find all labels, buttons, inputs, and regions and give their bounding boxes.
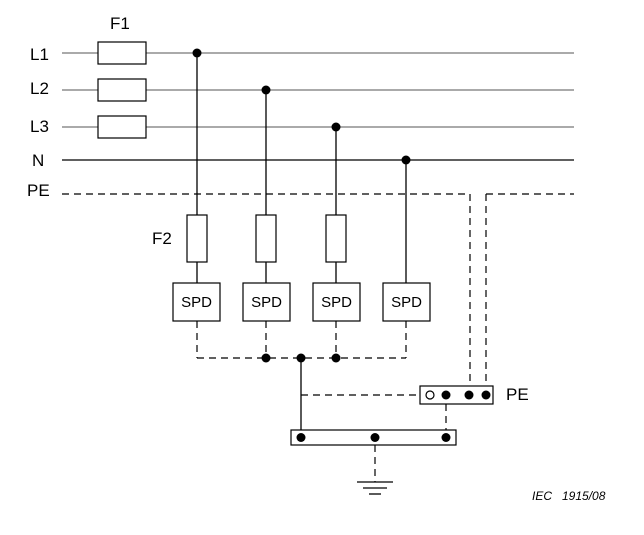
spd-label-2: SPD bbox=[251, 294, 282, 311]
label-n: N bbox=[32, 151, 44, 170]
pe-terminal-point-2 bbox=[464, 390, 474, 400]
label-pe: PE bbox=[27, 181, 50, 200]
figure-reference: IEC 1915/08 bbox=[532, 489, 606, 503]
fuse-f1-l1 bbox=[97, 41, 147, 65]
fuse-f1-l3 bbox=[97, 115, 147, 139]
earthbar-point-3 bbox=[441, 433, 451, 442]
fuse-f2-l1 bbox=[186, 214, 208, 263]
label-pe-terminal: PE bbox=[506, 385, 529, 404]
label-fuse-f1: F1 bbox=[110, 14, 130, 33]
earthbar-point-2 bbox=[370, 433, 380, 442]
label-l3: L3 bbox=[30, 117, 49, 136]
earthbar-point-1 bbox=[296, 433, 306, 442]
label-l2: L2 bbox=[30, 79, 49, 98]
pe-terminal-point-1 bbox=[441, 390, 451, 400]
pe-terminal-open bbox=[425, 390, 435, 400]
spd-label-4: SPD bbox=[391, 294, 422, 311]
bus-junction-1 bbox=[261, 353, 271, 363]
fuse-f2-l2 bbox=[255, 214, 277, 263]
fuse-f2-l3 bbox=[325, 214, 347, 263]
pe-terminal-point-3 bbox=[481, 390, 491, 400]
pe-terminal-block bbox=[419, 385, 494, 405]
spd-label-1: SPD bbox=[181, 294, 212, 311]
spd-box-3 bbox=[312, 282, 361, 322]
label-l1: L1 bbox=[30, 45, 49, 64]
spd-box-4 bbox=[382, 282, 431, 322]
label-fuse-f2: F2 bbox=[152, 229, 172, 248]
spd-label-3: SPD bbox=[321, 294, 352, 311]
junction-l3 bbox=[331, 122, 341, 132]
junction-l2 bbox=[261, 85, 271, 95]
fuse-f1-l2 bbox=[97, 78, 147, 102]
junction-n bbox=[401, 155, 411, 165]
bus-junction-3 bbox=[331, 353, 341, 363]
spd-box-2 bbox=[242, 282, 291, 322]
junction-l1 bbox=[192, 48, 202, 58]
ground-icon bbox=[357, 481, 393, 495]
